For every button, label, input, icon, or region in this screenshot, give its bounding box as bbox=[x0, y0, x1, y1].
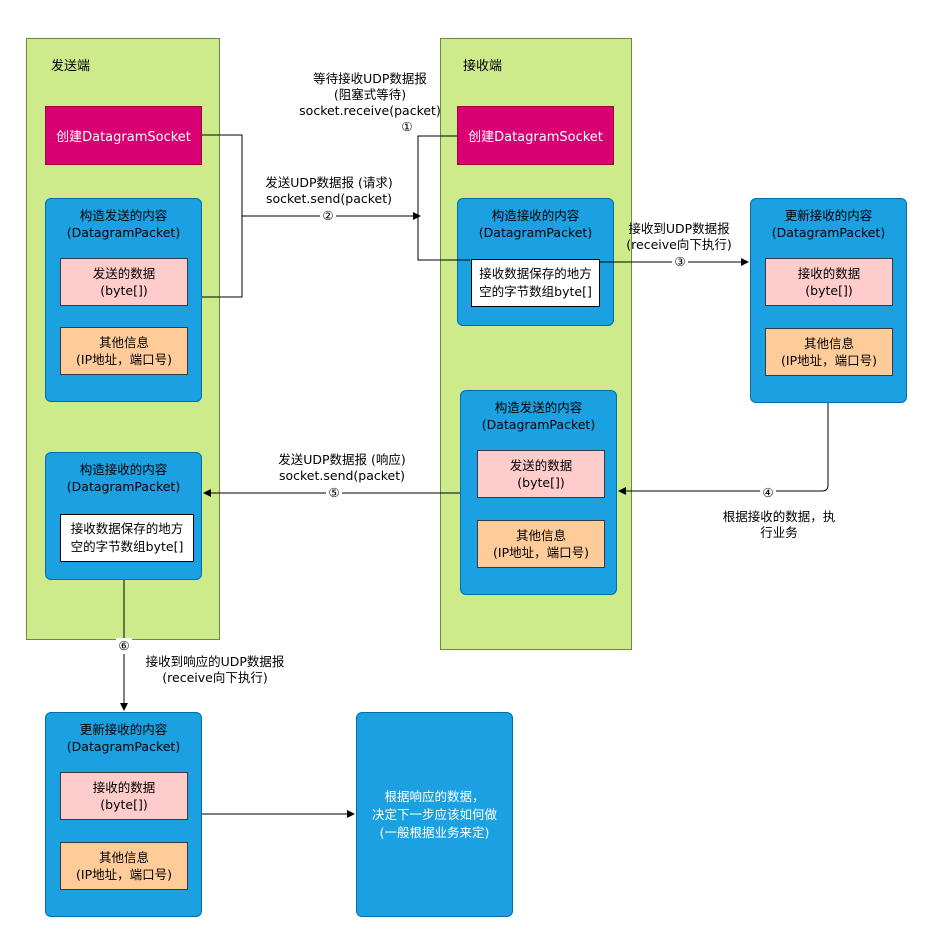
arrow-process-business bbox=[618, 403, 829, 495]
step1-number: ① bbox=[401, 119, 413, 134]
sender-create-socket: 创建DatagramSocket bbox=[45, 106, 202, 165]
bottom-recv-info: 其他信息 (IP地址，端口号) bbox=[60, 842, 188, 890]
step2-number: ② bbox=[320, 208, 336, 224]
receiver-send-info: 其他信息 (IP地址，端口号) bbox=[477, 520, 605, 568]
sender-build-send-packet: 构造发送的内容 (DatagramPacket) 发送的数据 (byte[]) … bbox=[45, 198, 202, 402]
step1-label: 等待接收UDP数据报 (阻塞式等待) socket.receive(packet… bbox=[299, 71, 441, 118]
step6-number: ⑥ bbox=[116, 638, 132, 654]
sender-build-recv-packet: 构造接收的内容 (DatagramPacket) 接收数据保存的地方 空的字节数… bbox=[45, 452, 202, 580]
step5-number: ⑤ bbox=[326, 485, 342, 501]
final-decision-box: 根据响应的数据， 决定下一步应该如何做 (一般根据业务来定) bbox=[356, 712, 513, 917]
step5-label: 发送UDP数据报 (响应) socket.send(packet) bbox=[278, 452, 406, 483]
receiver-lane-title: 接收端 bbox=[463, 59, 503, 74]
right-updated-recv-packet: 更新接收的内容 (DatagramPacket) 接收的数据 (byte[]) … bbox=[750, 198, 907, 403]
sender-send-info: 其他信息 (IP地址，端口号) bbox=[60, 327, 188, 375]
sender-build-recv-title: 构造接收的内容 (DatagramPacket) bbox=[66, 462, 181, 494]
sender-lane-title: 发送端 bbox=[51, 59, 91, 74]
receiver-send-data: 发送的数据 (byte[]) bbox=[477, 450, 605, 498]
step4-number: ④ bbox=[760, 485, 776, 501]
sender-send-data: 发送的数据 (byte[]) bbox=[60, 258, 188, 306]
step3-number: ③ bbox=[672, 254, 688, 270]
receiver-build-send-title: 构造发送的内容 (DatagramPacket) bbox=[481, 400, 596, 432]
receiver-recv-buffer: 接收数据保存的地方 空的字节数组byte[] bbox=[471, 259, 600, 307]
connector-receive-wait bbox=[417, 135, 470, 261]
sender-build-send-title: 构造发送的内容 (DatagramPacket) bbox=[66, 208, 181, 240]
receiver-build-recv-title: 构造接收的内容 (DatagramPacket) bbox=[478, 208, 593, 240]
bottom-updated-recv-title: 更新接收的内容 (DatagramPacket) bbox=[66, 722, 181, 754]
receiver-build-send-packet: 构造发送的内容 (DatagramPacket) 发送的数据 (byte[]) … bbox=[460, 390, 617, 595]
step4-label: 根据接收的数据，执 行业务 bbox=[722, 509, 836, 540]
bottom-updated-recv-packet: 更新接收的内容 (DatagramPacket) 接收的数据 (byte[]) … bbox=[45, 712, 202, 917]
connector-send-request bbox=[202, 134, 243, 298]
right-updated-recv-title: 更新接收的内容 (DatagramPacket) bbox=[771, 208, 886, 240]
step3-label: 接收到UDP数据报 (receive向下执行) bbox=[626, 221, 732, 252]
receiver-create-socket: 创建DatagramSocket bbox=[457, 106, 614, 165]
bottom-recv-data: 接收的数据 (byte[]) bbox=[60, 772, 188, 820]
step6-label: 接收到响应的UDP数据报 (receive向下执行) bbox=[145, 654, 285, 685]
right-recv-data: 接收的数据 (byte[]) bbox=[765, 258, 893, 306]
sender-recv-buffer: 接收数据保存的地方 空的字节数组byte[] bbox=[60, 514, 194, 562]
right-recv-info: 其他信息 (IP地址，端口号) bbox=[765, 328, 893, 376]
step2-label: 发送UDP数据报 (请求) socket.send(packet) bbox=[265, 175, 393, 206]
receiver-build-recv-packet: 构造接收的内容 (DatagramPacket) 接收数据保存的地方 空的字节数… bbox=[457, 198, 614, 326]
